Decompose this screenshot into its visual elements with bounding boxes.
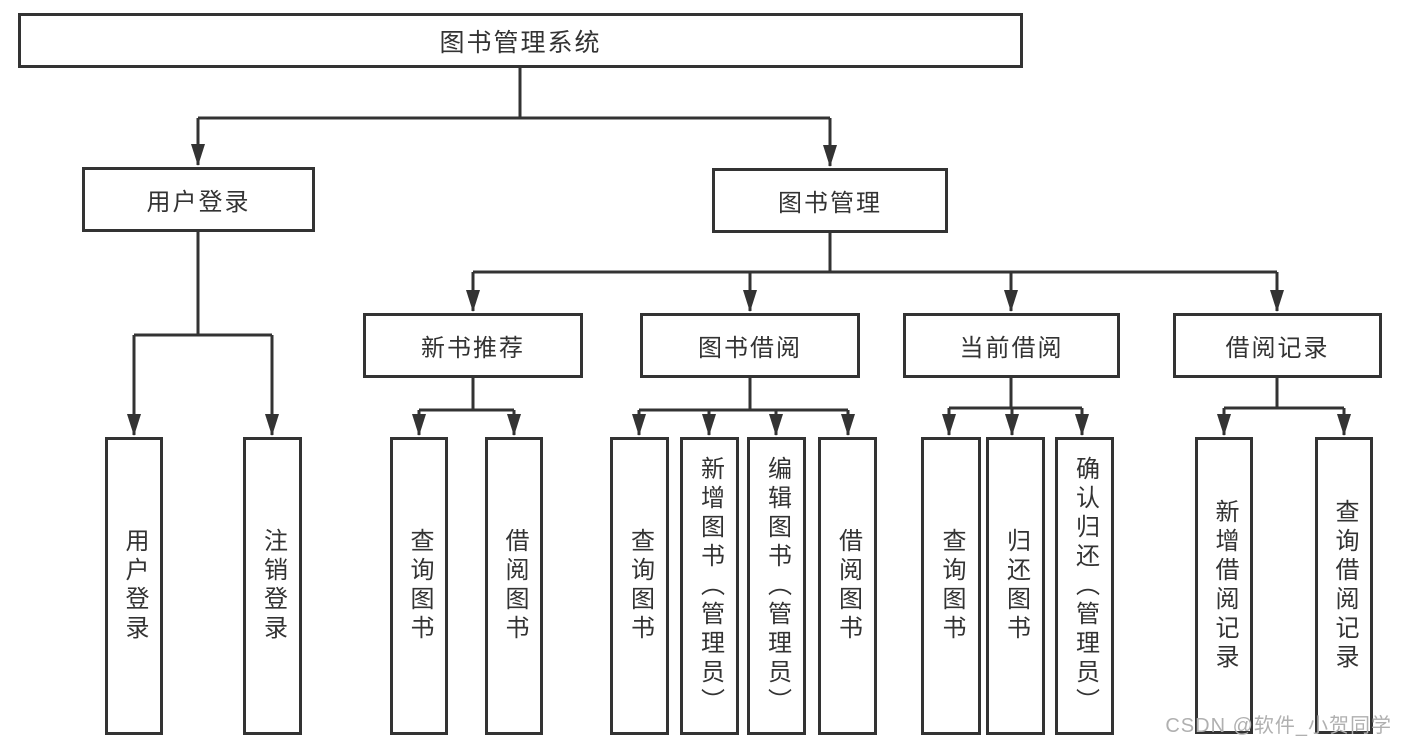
node-book-management: 图书管理 — [712, 168, 948, 233]
node-library-management-system: 图书管理系统 — [18, 13, 1023, 68]
node-label: 图书管理系统 — [439, 28, 602, 57]
node-label: 用户登录 — [121, 528, 148, 644]
node-borrowing-records: 借阅记录 — [1173, 313, 1382, 378]
node-leaf-return-books: 归还图书 — [986, 437, 1045, 735]
node-leaf-confirm-return-admin: 确认归还（管理员） — [1055, 437, 1114, 735]
connector-root-to-level2 — [191, 67, 837, 167]
node-book-borrowing: 图书借阅 — [640, 313, 860, 378]
node-label: 查询图书 — [626, 528, 654, 644]
connector-borrow-records-branch — [1217, 378, 1351, 436]
node-leaf-add-books-admin: 新增图书（管理员） — [680, 437, 739, 735]
node-label: 借阅图书 — [834, 528, 862, 644]
node-label: 用户登录 — [146, 189, 251, 216]
node-leaf-borrow-books-1: 借阅图书 — [485, 437, 543, 735]
node-label: 确认归还（管理员） — [1071, 455, 1099, 717]
node-label: 借阅记录 — [1225, 335, 1330, 362]
node-label: 查询图书 — [406, 528, 433, 644]
node-label: 图书管理 — [778, 190, 882, 217]
connector-user-login-branch — [127, 232, 279, 436]
node-label: 新书推荐 — [421, 335, 525, 362]
node-label: 归还图书 — [1002, 528, 1030, 644]
node-label: 图书借阅 — [698, 335, 802, 362]
node-current-borrowing: 当前借阅 — [903, 313, 1120, 378]
connector-book-borrow-branch — [632, 378, 855, 436]
node-leaf-query-books-2: 查询图书 — [610, 437, 669, 735]
node-label: 当前借阅 — [959, 335, 1064, 362]
node-leaf-query-borrow-record: 查询借阅记录 — [1315, 437, 1373, 734]
node-label: 编辑图书（管理员） — [763, 455, 791, 717]
node-user-login: 用户登录 — [82, 167, 315, 232]
node-leaf-user-login: 用户登录 — [105, 437, 163, 735]
connector-current-borrow-branch — [942, 378, 1089, 436]
connector-book-management-to-level3 — [466, 233, 1284, 312]
node-leaf-query-books-3: 查询图书 — [921, 437, 981, 735]
connector-new-book-branch — [412, 378, 521, 436]
csdn-watermark: CSDN @软件_小贺同学 — [1165, 715, 1392, 737]
node-label: 新增借阅记录 — [1211, 498, 1238, 673]
node-leaf-edit-books-admin: 编辑图书（管理员） — [747, 437, 806, 735]
node-label: 注销登录 — [259, 528, 287, 644]
node-label: 查询图书 — [938, 528, 965, 644]
node-label: 查询借阅记录 — [1331, 498, 1358, 673]
node-label: 新增图书（管理员） — [696, 455, 724, 717]
node-leaf-borrow-books-2: 借阅图书 — [818, 437, 877, 735]
node-leaf-query-books-1: 查询图书 — [390, 437, 448, 735]
node-label: 借阅图书 — [501, 528, 528, 644]
node-leaf-logout: 注销登录 — [243, 437, 302, 735]
node-new-book-recommendation: 新书推荐 — [363, 313, 583, 378]
node-leaf-add-borrow-record: 新增借阅记录 — [1195, 437, 1253, 734]
